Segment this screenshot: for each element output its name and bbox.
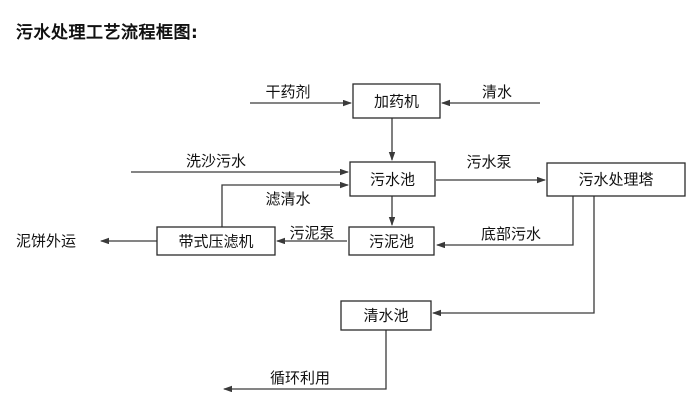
- edge-label-sand-wash-sewage: 洗沙污水: [186, 152, 246, 170]
- node-clear-water-pool-label: 清水池: [363, 307, 408, 325]
- edge-tower-to-clear-water-pool: [432, 196, 595, 317]
- edge-label-recycle-use: 循环利用: [270, 369, 330, 387]
- edge-filtered-clear-water: [221, 181, 349, 227]
- page-title: 污水处理工艺流程框图:: [16, 23, 199, 43]
- node-sludge-pool-label: 污泥池: [369, 233, 414, 251]
- edge-bottom-sewage: [436, 196, 574, 249]
- edge-label-mud-cake-out: 泥饼外运: [16, 232, 76, 250]
- edge-label-clean-water-in: 清水: [482, 83, 512, 101]
- node-sewage-pool-label: 污水池: [370, 171, 415, 189]
- edge-label-dry-chemical: 干药剂: [265, 83, 310, 101]
- edge-label-sewage-pump: 污水泵: [466, 153, 511, 171]
- edge-recycle-use: [223, 330, 387, 393]
- node-sludge-pool[interactable]: 污泥池: [348, 226, 435, 256]
- node-belt-filter-press-label: 带式压滤机: [178, 233, 253, 251]
- edge-label-sludge-pump: 污泥泵: [289, 224, 334, 242]
- node-dosing-machine-label: 加药机: [374, 93, 419, 111]
- node-belt-filter-press[interactable]: 带式压滤机: [156, 226, 276, 256]
- node-clear-water-pool[interactable]: 清水池: [340, 300, 432, 331]
- node-sewage-pool[interactable]: 污水池: [349, 161, 436, 197]
- node-dosing-machine[interactable]: 加药机: [352, 83, 441, 119]
- node-treatment-tower[interactable]: 污水处理塔: [546, 162, 686, 197]
- node-treatment-tower-label: 污水处理塔: [578, 171, 653, 189]
- edge-label-bottom-sewage: 底部污水: [481, 225, 541, 243]
- edge-label-filtered-clear-water: 滤清水: [265, 190, 310, 208]
